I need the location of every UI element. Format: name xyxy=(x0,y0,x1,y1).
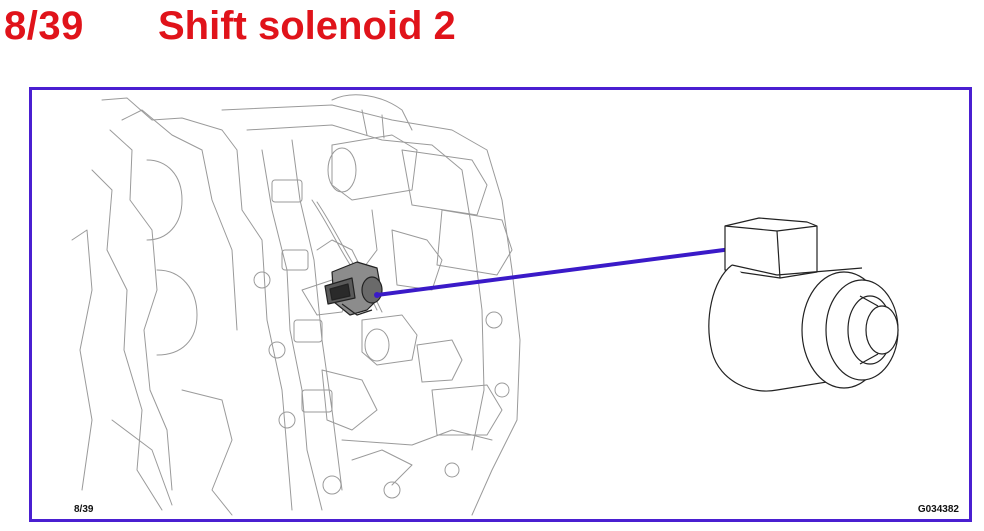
page-number: 8/39 xyxy=(4,4,84,48)
diagram-frame: 8/39 G034382 xyxy=(29,87,972,522)
page-header: 8/39 Shift solenoid 2 xyxy=(0,0,984,60)
valve-body-outline xyxy=(221,104,521,516)
leader-line xyxy=(375,245,749,297)
page-title: Shift solenoid 2 xyxy=(158,4,456,48)
transmission-case-outline xyxy=(101,97,293,511)
solenoid-detail-view xyxy=(708,217,899,392)
transmission-diagram xyxy=(71,94,899,516)
footer-page-number: 8/39 xyxy=(74,504,94,515)
shift-solenoid-2-highlight xyxy=(324,261,383,316)
figure-code: G034382 xyxy=(917,504,959,515)
